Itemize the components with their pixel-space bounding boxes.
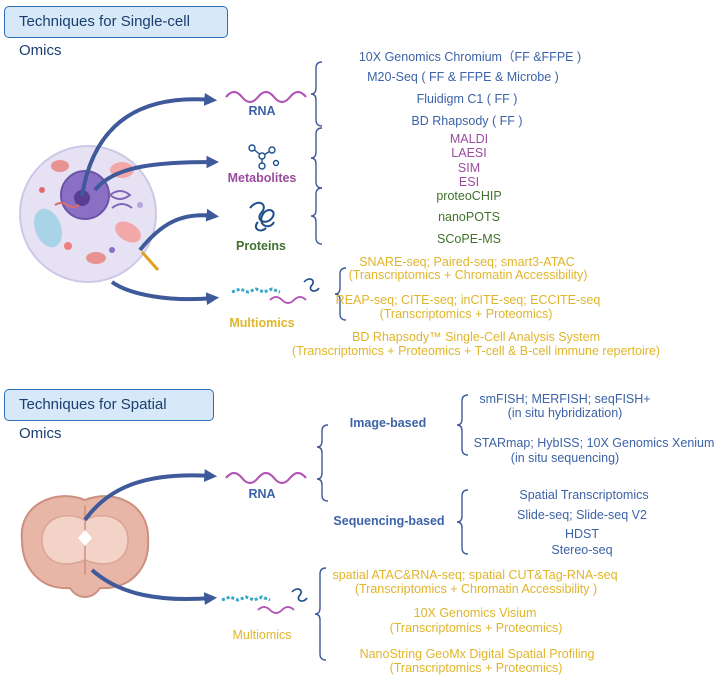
protein-method-1: proteoCHIP [436, 189, 502, 203]
sc-multiomics-method-1: SNARE-seq; Paired-seq; smart3-ATAC [359, 255, 575, 269]
metabolite-molecule-icon [248, 144, 280, 170]
spatial-header: Techniques for Spatial Omics [4, 389, 214, 442]
image-method-2: STARmap; HybISS; 10X Genomics Xenium [473, 436, 715, 450]
rna-squiggle-bottom [225, 471, 307, 485]
sc-multiomics-method-3-note: (Transcriptomics + Proteomics + T-cell &… [291, 344, 661, 358]
protein-method-3: SCoPE-MS [437, 232, 501, 246]
single-cell-header: Techniques for Single-cell Omics [4, 6, 228, 59]
rna-squiggle-top [225, 90, 307, 104]
rna-method-2: M20-Seq ( FF & FFPE & Microbe ) [367, 70, 559, 84]
rna-method-3: Fluidigm C1 ( FF ) [416, 92, 518, 106]
single-cell-braces [310, 61, 347, 321]
multiomics-label: Multiomics [229, 316, 295, 330]
brain-slice-illustration [20, 495, 150, 598]
metabolite-method-4: ESI [458, 175, 480, 189]
sp-multiomics-method-2: 10X Genomics Visium [413, 606, 537, 620]
image-method-1: smFISH; MERFISH; seqFISH+ [479, 392, 651, 406]
sequencing-method-3: HDST [564, 527, 600, 541]
spatial-arrows [83, 469, 218, 605]
image-method-2-note: (in situ sequencing) [510, 451, 620, 465]
sc-multiomics-method-1-note: (Transcriptomics + Chromatin Accessibili… [348, 268, 588, 282]
rna-method-4: BD Rhapsody ( FF ) [411, 114, 523, 128]
spatial-braces [314, 394, 469, 661]
metabolite-method-3: SIM [457, 161, 481, 175]
metabolite-method-1: MALDI [449, 132, 489, 146]
multiomics-icon-top [231, 278, 320, 304]
proteins-label: Proteins [235, 239, 287, 253]
protein-method-2: nanoPOTS [438, 210, 500, 224]
metabolite-method-2: LAESI [451, 146, 487, 160]
metabolites-label: Metabolites [227, 171, 297, 185]
rna-method-1: 10X Genomics Chromium（FF &FFPE ) [358, 50, 582, 64]
sequencing-method-2: Slide-seq; Slide-seq V2 [517, 508, 647, 522]
spatial-rna-label: RNA [248, 487, 276, 501]
sp-multiomics-method-3: NanoString GeoMx Digital Spatial Profili… [359, 647, 595, 661]
sequencing-based-label: Sequencing-based [333, 514, 445, 528]
sc-multiomics-method-2-note: (Transcriptomics + Proteomics) [379, 307, 553, 321]
sp-multiomics-method-1: spatial ATAC&RNA-seq; spatial CUT&Tag-RN… [332, 568, 618, 582]
sc-multiomics-method-2: REAP-seq; CITE-seq; inCITE-seq; ECCITE-s… [335, 293, 601, 307]
image-based-label: Image-based [349, 416, 427, 430]
sp-multiomics-method-1-note: (Transcriptomics + Chromatin Accessibili… [354, 582, 598, 596]
sequencing-method-1: Spatial Transcriptomics [519, 488, 649, 502]
sequencing-method-4: Stereo-seq [551, 543, 613, 557]
sc-multiomics-method-3: BD Rhapsody™ Single-Cell Analysis System [351, 330, 601, 344]
cell-illustration [19, 145, 160, 283]
rna-label: RNA [248, 104, 276, 118]
sp-multiomics-method-3-note: (Transcriptomics + Proteomics) [389, 661, 563, 675]
protein-icon [249, 201, 275, 232]
sp-multiomics-method-2-note: (Transcriptomics + Proteomics) [389, 621, 563, 635]
image-method-1-note: (in situ hybridization) [507, 406, 623, 420]
single-cell-arrows [80, 93, 220, 306]
multiomics-icon-bottom [221, 588, 308, 614]
spatial-multiomics-label: Multiomics [232, 628, 292, 642]
